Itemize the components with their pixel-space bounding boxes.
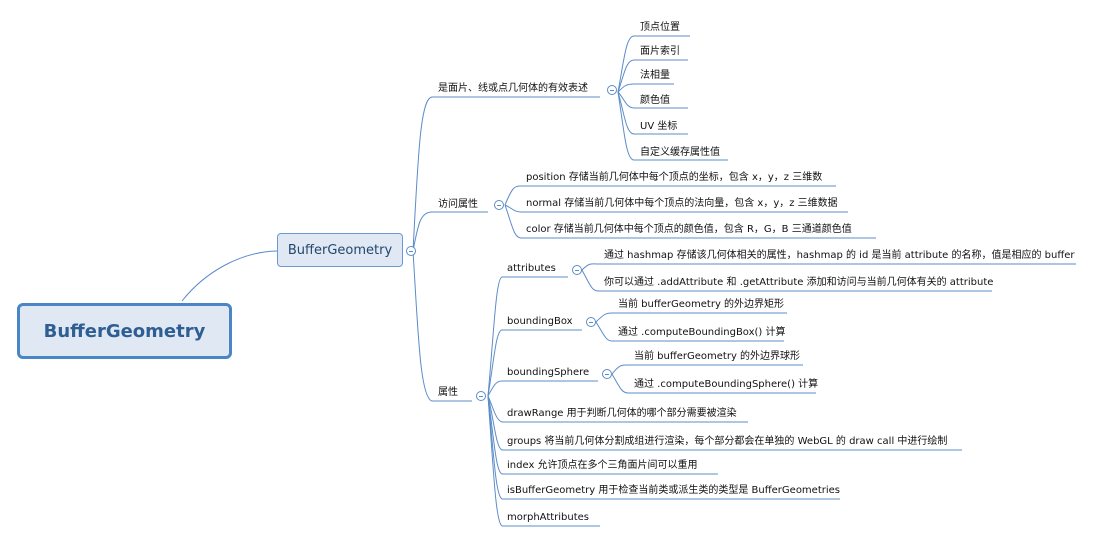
branch-label-representation[interactable]: 是面片、线或点几何体的有效表述	[438, 83, 588, 94]
leaf-color-attr[interactable]: color 存储当前几何体中每个顶点的颜色值，包含 R，G，B 三通道颜色值	[526, 224, 852, 235]
collapse-toggle-representation[interactable]	[607, 85, 617, 95]
collapse-toggle-main[interactable]	[406, 246, 416, 256]
leaf-custom-buffer[interactable]: 自定义缓存属性值	[640, 147, 720, 158]
collapse-toggle-attributes[interactable]	[572, 265, 582, 275]
leaf-color[interactable]: 颜色值	[640, 95, 670, 106]
leaf-position[interactable]: position 存储当前几何体中每个顶点的坐标，包含 x，y，z 三维数	[526, 172, 823, 183]
connector-main-branch3	[412, 250, 433, 402]
leaf-is-buffer-geometry[interactable]: isBufferGeometry 用于检查当前类或派生类的类型是 BufferG…	[507, 485, 840, 496]
leaf-uv[interactable]: UV 坐标	[640, 121, 678, 132]
leaf-attributes-add-get[interactable]: 你可以通过 .addAttribute 和 .getAttribute 添加和访…	[604, 277, 994, 288]
branch-label-properties[interactable]: 属性	[438, 387, 458, 398]
leaf-face-index[interactable]: 面片索引	[640, 46, 680, 57]
leaf-groups[interactable]: groups 将当前几何体分割成组进行渲染，每个部分都会在单独的 WebGL 的…	[507, 436, 948, 447]
collapse-toggle-bounding-sphere[interactable]	[602, 369, 612, 379]
collapse-toggle-bounding-box[interactable]	[586, 317, 596, 327]
node-bounding-sphere[interactable]: boundingSphere	[507, 367, 590, 378]
leaf-vertex-position[interactable]: 顶点位置	[640, 22, 680, 33]
root-node[interactable]: BufferGeometry	[17, 303, 232, 359]
leaf-bounding-sphere-desc[interactable]: 当前 bufferGeometry 的外边界球形	[634, 351, 801, 362]
connector-main-branch2	[412, 211, 433, 252]
main-node[interactable]: BufferGeometry	[277, 233, 403, 267]
leaf-bounding-box-compute[interactable]: 通过 .computeBoundingBox() 计算	[618, 327, 786, 338]
leaf-bounding-sphere-compute[interactable]: 通过 .computeBoundingSphere() 计算	[634, 379, 819, 390]
branch-label-access-attributes[interactable]: 访问属性	[438, 199, 478, 210]
leaf-index[interactable]: index 允许顶点在多个三角面片间可以重用	[507, 460, 698, 471]
leaf-bounding-box-desc[interactable]: 当前 bufferGeometry 的外边界矩形	[618, 299, 785, 310]
leaf-morph-attributes[interactable]: morphAttributes	[507, 512, 590, 523]
leaf-normal[interactable]: 法相量	[640, 70, 670, 81]
leaf-normal-attr[interactable]: normal 存储当前几何体中每个顶点的法向量，包含 x，y，z 三维数据	[526, 198, 838, 209]
node-bounding-box[interactable]: boundingBox	[507, 316, 573, 327]
node-attributes[interactable]: attributes	[507, 263, 556, 274]
collapse-toggle-properties[interactable]	[476, 391, 486, 401]
connector-root-main	[181, 250, 278, 302]
connector-main-branch1	[412, 96, 433, 252]
collapse-toggle-access-attributes[interactable]	[494, 200, 504, 210]
leaf-attributes-hashmap[interactable]: 通过 hashmap 存储该几何体相关的属性，hashmap 的 id 是当前 …	[604, 250, 1075, 261]
leaf-draw-range[interactable]: drawRange 用于判断几何体的哪个部分需要被渲染	[507, 408, 737, 419]
